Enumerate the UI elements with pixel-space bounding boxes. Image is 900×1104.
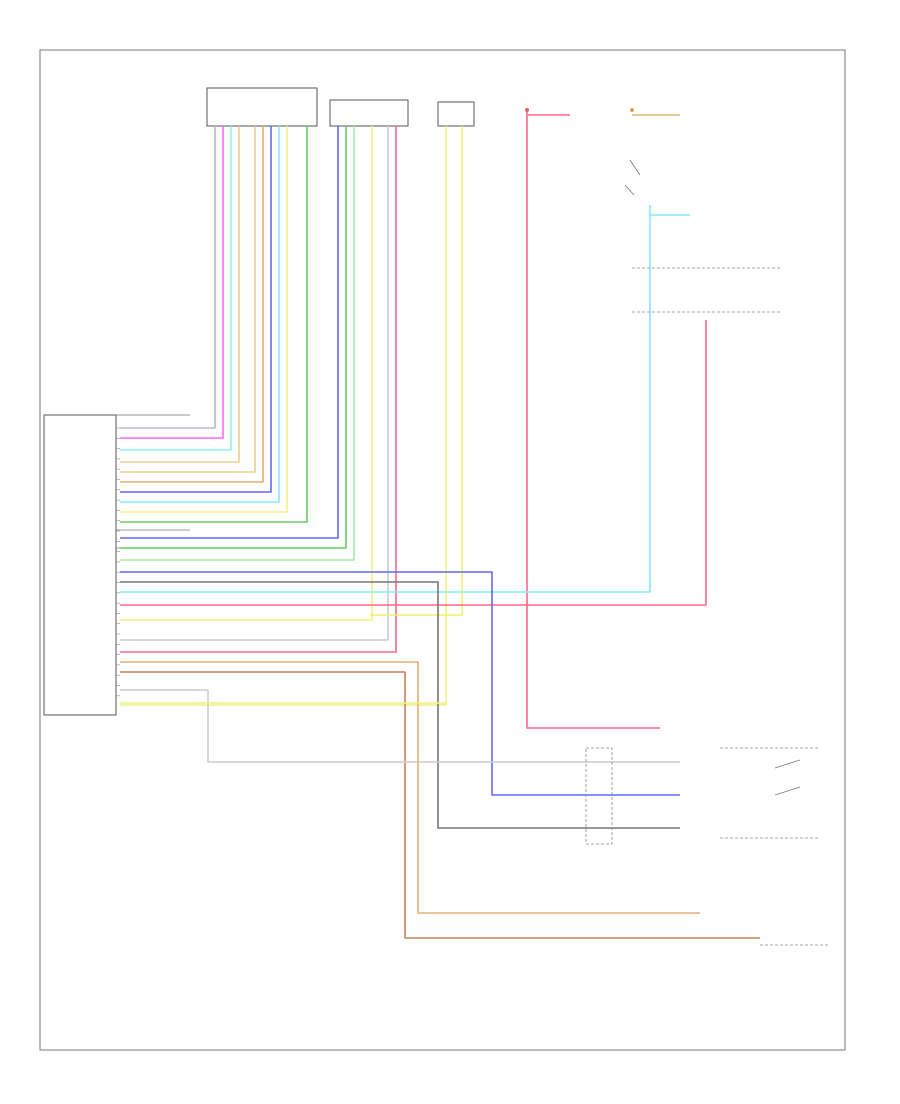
wire-yellow-16	[120, 126, 447, 706]
wire-lt_green-12	[120, 126, 355, 561]
wire-orange-23	[120, 661, 700, 914]
wire-tan-4	[120, 126, 256, 473]
wire-yellow2-17	[370, 126, 463, 616]
wire-yellow-13	[120, 126, 373, 621]
wire-lt_blue-7	[120, 126, 280, 503]
fuse-contact-2	[630, 108, 634, 112]
wire-grey-0	[120, 126, 216, 429]
wire-dk_grey-22	[120, 581, 680, 829]
wire-white_wire-25	[120, 689, 680, 763]
switch-blade-1	[774, 759, 801, 769]
ignition-switch	[720, 747, 820, 839]
body-control-module	[43, 414, 190, 716]
wire-green-11	[120, 126, 347, 549]
switch-blade-2	[774, 786, 801, 796]
module-housing	[43, 414, 117, 716]
wire-lt_blue-19	[120, 205, 651, 593]
wire-yellow-8	[120, 126, 288, 513]
relay-switch-contact-2	[624, 184, 635, 196]
connector-box-electronic-climate	[329, 99, 409, 127]
diagram-frame	[39, 49, 846, 1051]
wire-white_wire-14	[120, 126, 389, 641]
wire-brown-24	[120, 671, 760, 939]
junction-outline	[585, 747, 613, 845]
connector-box-radio	[437, 101, 475, 127]
wire-cyan-2	[120, 126, 232, 451]
wire-red-20	[120, 320, 707, 606]
wire-blue-10	[120, 126, 339, 539]
junction-connector	[585, 747, 613, 845]
connector-box-instrument-cluster	[206, 87, 318, 127]
wire-pink-1	[120, 126, 224, 439]
fuse-block-area	[525, 108, 780, 313]
relay-switch-contact	[629, 159, 641, 176]
wire-blue-6	[120, 126, 272, 493]
wire-green-9	[120, 126, 308, 523]
module-pin-ticks	[116, 427, 120, 697]
wire-harness	[120, 112, 760, 939]
wire-red-18	[526, 112, 660, 729]
wire-orange-5	[120, 126, 264, 483]
wire-red-15	[120, 126, 397, 653]
wire-tan-3	[120, 126, 240, 463]
fuse-contact-1	[525, 108, 529, 112]
